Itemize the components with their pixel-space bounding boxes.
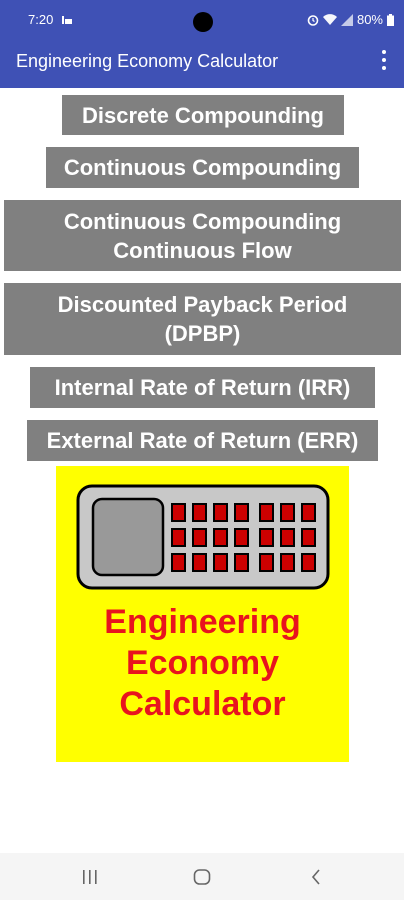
irr-button[interactable]: Internal Rate of Return (IRR): [30, 367, 375, 408]
calculator-key: [280, 503, 295, 522]
calculator-key: [280, 528, 295, 547]
camera-cutout: [193, 12, 213, 32]
calculator-key: [234, 528, 249, 547]
status-bar: 7:20 80%: [0, 0, 404, 32]
logo-line-engineering: Engineering: [104, 603, 301, 641]
err-button[interactable]: External Rate of Return (ERR): [27, 420, 378, 461]
logo-line-economy: Economy: [125, 644, 280, 682]
calculator-keys: [171, 503, 316, 572]
navigation-bar: [0, 853, 404, 900]
status-time: 7:20: [28, 12, 54, 27]
alarm-icon: [307, 15, 319, 26]
app-logo: Engineering Economy Calculator: [56, 466, 349, 762]
notification-icon: [62, 16, 72, 24]
calculator-key: [301, 553, 316, 572]
calculator-key: [259, 553, 274, 572]
calculator-key: [171, 553, 186, 572]
calculator-key: [192, 528, 207, 547]
signal-icon: [340, 14, 353, 26]
calculator-key: [192, 553, 207, 572]
continuous-flow-button[interactable]: Continuous Compounding Continuous Flow: [4, 200, 401, 271]
app-bar: Engineering Economy Calculator: [0, 32, 404, 88]
battery-percent: 80%: [356, 12, 383, 27]
battery-icon: [387, 14, 394, 26]
calculator-key: [171, 503, 186, 522]
home-icon[interactable]: [187, 865, 217, 889]
wifi-icon: [322, 14, 337, 25]
calculator-key: [301, 503, 316, 522]
calculator-key: [259, 503, 274, 522]
calculator-key: [213, 553, 228, 572]
back-icon[interactable]: [301, 865, 331, 889]
discrete-compounding-button[interactable]: Discrete Compounding: [62, 95, 344, 135]
status-icons: 80%: [307, 12, 394, 28]
dpbp-button[interactable]: Discounted Payback Period (DPBP): [4, 283, 401, 355]
calculator-key: [280, 553, 295, 572]
continuous-compounding-button[interactable]: Continuous Compounding: [46, 147, 359, 188]
logo-text: Engineering Economy Calculator: [56, 602, 349, 725]
more-vert-icon[interactable]: [376, 50, 392, 70]
calculator-key: [213, 503, 228, 522]
calculator-key: [171, 528, 186, 547]
calculator-key: [213, 528, 228, 547]
recents-icon[interactable]: [75, 865, 105, 889]
calculator-key: [234, 503, 249, 522]
calculator-key: [234, 553, 249, 572]
calculator-key: [301, 528, 316, 547]
app-title: Engineering Economy Calculator: [16, 51, 279, 71]
calculator-icon: [76, 484, 330, 590]
logo-line-calculator: Calculator: [119, 685, 286, 723]
calculator-key: [192, 503, 207, 522]
calculator-key: [259, 528, 274, 547]
